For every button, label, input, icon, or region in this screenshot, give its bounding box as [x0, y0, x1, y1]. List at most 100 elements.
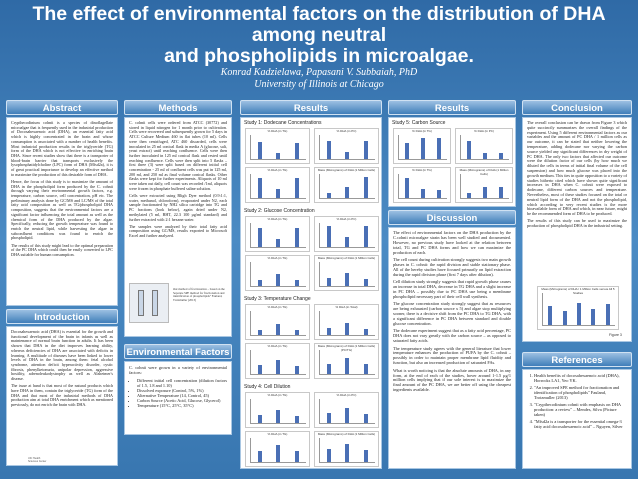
results-chart-title: % DHA (in TG)	[412, 129, 432, 133]
results-chart-title: % DHA (in TG)	[267, 393, 288, 397]
study-5-label: Study 5: Carbon Source	[392, 120, 446, 126]
reference-item: Health benefits of docosahexaenoic acid …	[534, 373, 627, 383]
intro-para: Docosahexaenoic acid (DHA) is essential …	[11, 329, 113, 382]
chart-bar	[327, 363, 332, 374]
chart-bar	[483, 152, 487, 159]
results-chart-title: Mass (Micrograms) of DHA (1 Million Cell…	[317, 344, 376, 352]
results-chart: Mass (Micrograms) of DHA (1 Million Cell…	[314, 343, 379, 379]
env-factors-text: C. cohnii were grown in a variety of env…	[125, 362, 231, 411]
reference-item: "An improved SPE method for fractionatio…	[534, 385, 627, 400]
results-chart-bars	[250, 350, 306, 375]
chart-bar	[327, 449, 332, 462]
introduction-box: Docosahexaenoic acid (DHA) is essential …	[6, 326, 118, 466]
chart-bar	[363, 141, 368, 159]
chart-bar	[363, 278, 368, 286]
results-chart: % DHA (in TG)	[245, 392, 310, 428]
chart-bar	[421, 137, 425, 159]
results-chart-bars	[319, 399, 375, 424]
chart-bar	[258, 177, 263, 198]
study-2-label: Study 2: Glucose Concentration	[244, 208, 315, 214]
abstract-header: Abstract	[6, 100, 118, 115]
results-chart-title: % DHA (in TG)	[412, 168, 432, 172]
results-chart-bars	[250, 262, 306, 287]
results-chart-bars	[250, 174, 306, 199]
chart-bar	[294, 365, 299, 374]
results-chart: Mass (Micrograms) of DHA (1 Million Cell…	[455, 167, 513, 203]
chart-bar	[276, 238, 281, 247]
chart-bar	[467, 192, 471, 198]
chart-bar	[276, 324, 281, 335]
chart-bar	[562, 310, 567, 325]
methods-box: C. cohnii cells were ordered from ATCC (…	[124, 117, 232, 337]
discussion-para: The dodecane experiment suggest that as …	[393, 328, 511, 344]
conclusion-chart: Mass (Micrograms) of DHA / 1 Million Cel…	[537, 286, 619, 330]
results-box-1: Study 1: Dodecane Concentrations Study 2…	[240, 117, 382, 469]
poster-title: The effect of environmental factors on t…	[0, 0, 638, 67]
env-list-item: Dissolved exposure (Control, 5%, 1%)	[137, 388, 227, 393]
abstract-para: The results of this study might lead to …	[11, 242, 113, 257]
chart-bar	[294, 178, 299, 198]
chart-bar	[276, 359, 281, 374]
chart-bar	[327, 278, 332, 286]
env-intro: C. cohnii were grown in a variety of env…	[129, 365, 227, 375]
discussion-para: The cell count during cultivation strong…	[393, 257, 511, 277]
results-chart: % DHA (in PC)	[314, 128, 379, 164]
discussion-para: The temperature study agrees with the ge…	[393, 345, 511, 366]
env-list-item: Temperature (15°C, 25°C, 35°C)	[137, 403, 227, 408]
env-factors-header: Environmental Factors	[124, 344, 232, 359]
results-chart: Mass (Micrograms) of DHA (1 Million Cell…	[314, 431, 379, 467]
results-chart: % DHA (in TG)	[393, 167, 451, 203]
results-chart-bars	[319, 135, 375, 160]
results-chart-title: % DHA (in Total)	[335, 305, 358, 309]
chart-bar	[363, 328, 368, 335]
results-chart-title: % DHA (in PC)	[336, 393, 357, 397]
results-chart: % DHA (in TG)	[245, 343, 310, 379]
chart-bar	[327, 328, 332, 335]
chart-bar	[258, 227, 263, 247]
chart-bar	[258, 415, 263, 423]
results-box-2: Study 5: Carbon Source % DHA (in TG) % DH…	[388, 117, 516, 207]
results-chart-bars	[250, 399, 306, 424]
results-chart-bars	[319, 174, 375, 199]
env-list-item: Different initial cell concentration (di…	[137, 378, 227, 388]
chart-bar	[258, 329, 263, 335]
chart-bar	[294, 228, 299, 247]
chart-bar	[294, 451, 299, 462]
results-chart: Mass (Micrograms) of DHA (1 Million Cell…	[314, 255, 379, 291]
results-chart-bars	[250, 311, 306, 336]
references-box: Health benefits of docosahexaenoic acid …	[522, 369, 632, 469]
abstract-text: Crypthecodinium cohnii is a species of d…	[7, 118, 117, 263]
methods-header: Methods	[124, 100, 232, 115]
chart-bar	[605, 304, 610, 325]
methods-para: The samples were analyzed by their total…	[129, 223, 227, 239]
results-chart: % DHA (in Total)	[314, 304, 379, 340]
chart-bar	[576, 302, 581, 325]
title-block: The effect of environmental factors on t…	[0, 0, 638, 91]
results-chart-bars	[250, 438, 306, 463]
results-chart: % DHA (in PC)	[314, 216, 379, 252]
results-chart-title: % DHA (in TG)	[267, 305, 288, 309]
chart-bar	[467, 141, 471, 159]
chart-bar	[548, 305, 553, 325]
chart-bar	[276, 409, 281, 423]
results-chart-title: % DHA (in TG)	[267, 168, 288, 172]
chart-bar	[327, 192, 332, 198]
chart-bar	[258, 365, 263, 374]
chart-bar	[258, 450, 263, 462]
results-chart-title: Mass (Micrograms) of DHA (1 Million Cell…	[459, 168, 509, 176]
results-chart: Mass (Micrograms) of DHA (1 Million Cell…	[314, 167, 379, 203]
discussion-para: Cell dilution study strongly suggests th…	[393, 279, 511, 299]
results-chart-bars	[460, 135, 509, 160]
results-chart-bars	[319, 262, 375, 287]
discussion-header: Discussion	[388, 210, 516, 225]
abstract-para: Crypthecodinium cohnii is a species of d…	[11, 120, 113, 177]
chart-bar	[294, 330, 299, 335]
fractionation-diagram	[129, 283, 169, 323]
chart-bar	[294, 415, 299, 423]
conclusion-text: The overall conclusion can be drawn from…	[523, 118, 631, 235]
chart-bar	[437, 138, 441, 159]
introduction-text: Docosahexaenoic acid (DHA) is essential …	[7, 327, 117, 413]
methods-text: C. cohnii cells were ordered from ATCC (…	[125, 118, 231, 244]
results-chart-title: Mass (Micrograms) of DHA (1 Million Cell…	[317, 168, 376, 172]
